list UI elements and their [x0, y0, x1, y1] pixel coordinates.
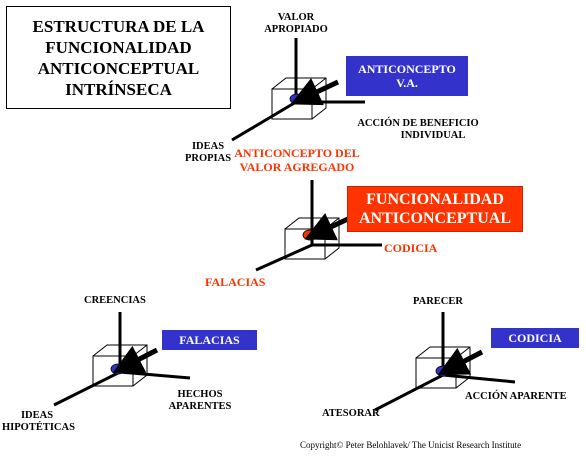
bottom-left-axis-right-line-1: HECHOS — [177, 389, 223, 400]
top-axes — [231, 38, 365, 142]
bottom-left-axis-right-label: HECHOS APARENTES — [160, 389, 240, 413]
top-axis-up-line-1: VALOR — [277, 12, 315, 23]
bottom-left-axes — [53, 312, 191, 407]
title-line-4: INTRÍNSECA — [65, 79, 172, 99]
top-axis-up-label: VALOR APROPIADO — [262, 12, 330, 36]
bottom-left-axis-left-line-1: IDEAS — [20, 410, 54, 421]
bottom-right-axis-left-label: ATESORAR — [322, 408, 380, 419]
anticoncepto-va-line-2: V.A. — [396, 76, 418, 90]
top-axis-left-line-1: IDEAS — [191, 141, 225, 152]
anticoncepto-va-line-1: ANTICONCEPTO — [358, 62, 456, 76]
bottom-left-arrow — [112, 345, 159, 373]
funcionalidad-line-2: ANTICONCEPTUAL — [358, 210, 511, 227]
top-caption: ANTICONCEPTO DEL VALOR AGREGADO — [232, 146, 362, 174]
bottom-left-axis-up-label: CREENCIAS — [84, 295, 146, 306]
title-line-2: FUNCIONALIDAD — [45, 37, 192, 57]
bottom-left-axis-right-line-2: APARENTES — [168, 401, 232, 412]
top-axis-left-label: IDEAS PROPIAS — [183, 141, 233, 165]
falacias-box: FALACIAS — [162, 330, 257, 350]
top-arrow — [290, 78, 340, 106]
bottom-right-arrow — [437, 347, 484, 375]
bottom-right-axis-up-label: PARECER — [413, 296, 463, 307]
funcionalidad-line-1: FUNCIONALIDAD — [366, 191, 504, 208]
copyright-text: Copyright© Peter Belohlavek/ The Unicist… — [300, 440, 522, 450]
title-line-3: ANTICONCEPTUAL — [37, 58, 200, 78]
top-axis-right-line-2: INDIVIDUAL — [400, 130, 466, 141]
bottom-left-axis-left-label: IDEAS HIPOTÉTICAS — [2, 410, 75, 434]
bottom-left-axis-left-line-2: HIPOTÉTICAS — [2, 422, 75, 433]
top-axis-right-line-1: ACCIÓN DE BENEFICIO — [357, 118, 479, 129]
codicia-box: CODICIA — [491, 328, 579, 348]
title-box: ESTRUCTURA DE LA FUNCIONALIDAD ANTICONCE… — [6, 6, 231, 109]
top-axis-up-line-2: APROPIADO — [264, 24, 328, 35]
top-axis-left-line-2: PROPIAS — [184, 153, 232, 164]
middle-axis-left-label: FALACIAS — [205, 275, 266, 289]
bottom-right-axis-right-label: ACCIÓN APARENTE — [465, 391, 567, 402]
top-axis-right-label: ACCIÓN DE BENEFICIO INDIVIDUAL — [340, 118, 496, 142]
bottom-right-point — [435, 365, 451, 377]
anticoncepto-va-box: ANTICONCEPTO V.A. — [346, 56, 468, 96]
middle-axes — [255, 180, 382, 272]
middle-point — [302, 229, 318, 241]
top-caption-line-1: ANTICONCEPTO DEL — [234, 146, 360, 160]
middle-axis-right-label: CODICIA — [384, 241, 438, 255]
top-caption-line-2: VALOR AGREGADO — [239, 160, 355, 174]
bottom-right-axes — [374, 312, 516, 412]
funcionalidad-anticonceptual-box: FUNCIONALIDAD ANTICONCEPTUAL — [347, 186, 523, 232]
top-point — [289, 93, 305, 105]
bottom-left-point — [110, 363, 126, 375]
title-line-1: ESTRUCTURA DE LA — [32, 16, 205, 36]
middle-arrow — [304, 213, 352, 241]
